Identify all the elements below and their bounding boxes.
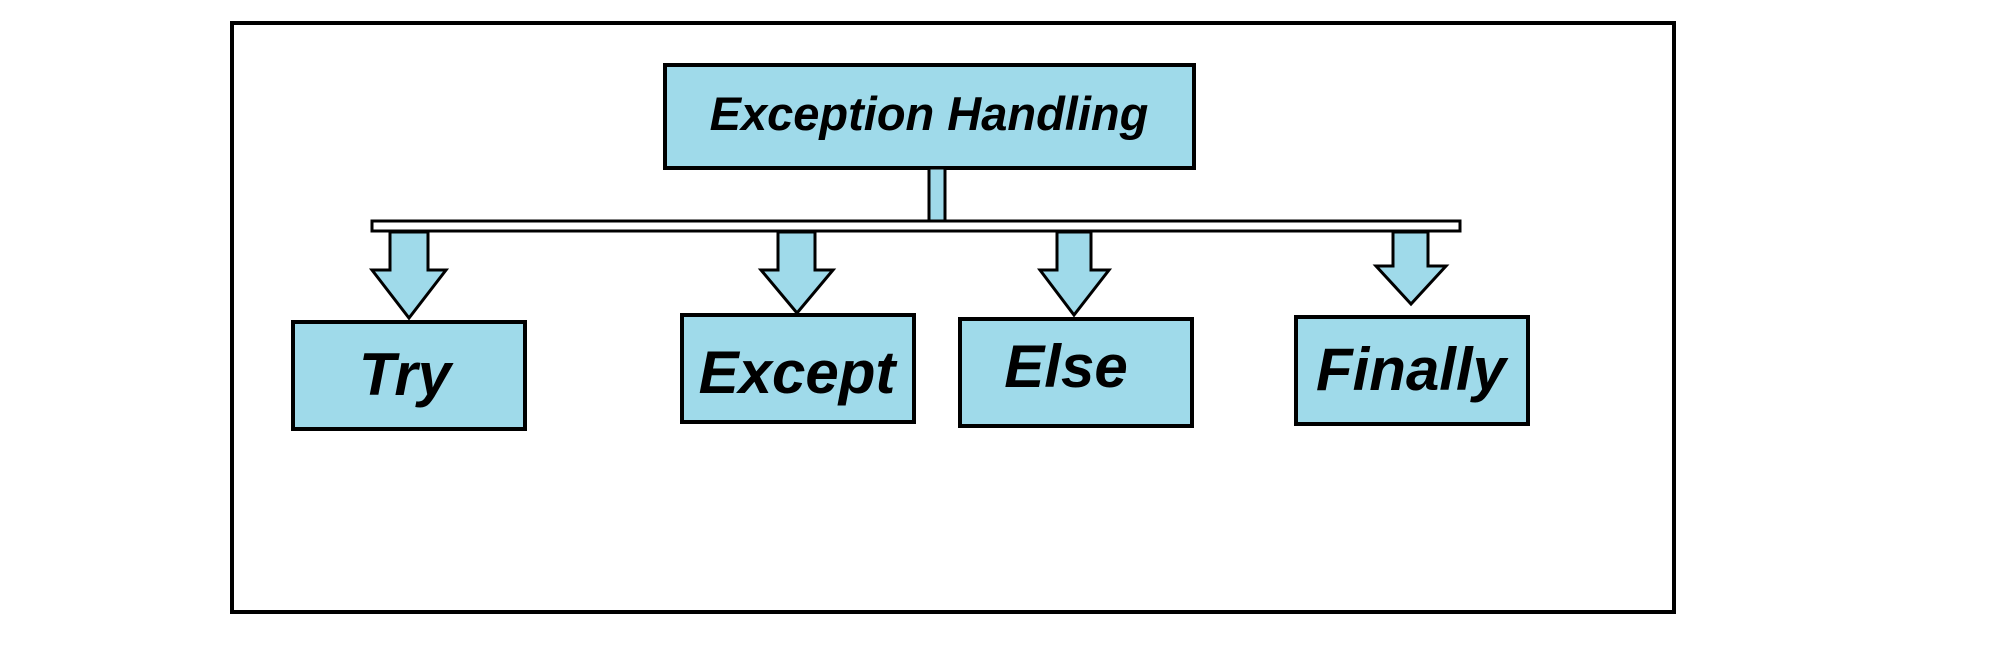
root-node-label: Exception Handling [710,87,1149,140]
root-node-box [663,63,1196,170]
child-node-else-box [958,317,1194,428]
child-node-try-box [291,320,527,431]
child-node-except: Except [680,313,916,424]
arrow-to-except [757,230,837,316]
child-node-except-box [680,313,916,424]
child-node-finally-label: Finally [1316,336,1509,403]
child-node-else: Else [958,317,1194,428]
child-node-try: Try [291,320,527,431]
connector-bar [370,219,1462,233]
child-node-try-label: Try [359,341,454,408]
child-node-finally: Finally [1294,315,1530,426]
child-node-else-label: Else [1004,333,1127,400]
root-node: Exception Handling [663,63,1196,170]
arrow-to-try [368,230,450,321]
arrow-to-else [1036,230,1113,318]
child-node-except-label: Except [699,339,899,406]
arrow-to-finally [1372,230,1450,307]
child-node-finally-box [1294,315,1530,426]
